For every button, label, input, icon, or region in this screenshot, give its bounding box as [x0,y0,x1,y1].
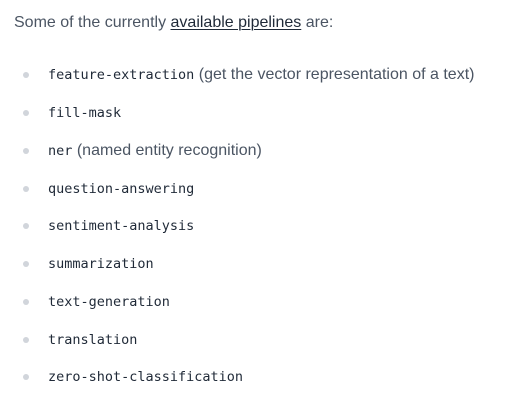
list-item: feature-extraction (get the vector repre… [14,64,519,86]
available-pipelines-link[interactable]: available pipelines [170,14,302,31]
bullet-icon [23,261,29,267]
pipeline-description: (named entity recognition) [72,142,262,159]
bullet-icon [23,186,29,192]
list-item: sentiment-analysis [14,215,519,237]
bullet-icon [23,110,29,116]
pipeline-name: feature-extraction [48,67,195,83]
bullet-icon [23,299,29,305]
list-item-text: sentiment-analysis [48,215,194,237]
pipeline-name: summarization [48,256,154,272]
pipeline-name: question-answering [48,181,195,197]
bullet-icon [23,374,29,380]
list-item-text: question-answering [48,178,194,200]
list-item-text: translation [48,329,137,351]
list-item: zero-shot-classification [14,366,519,388]
bullet-icon [23,72,29,78]
list-item: ner (named entity recognition) [14,140,519,162]
list-item-text: ner (named entity recognition) [48,140,262,162]
pipeline-name: zero-shot-classification [48,369,244,385]
pipeline-name: fill-mask [48,105,122,121]
list-item: summarization [14,253,519,275]
pipeline-description: (get the vector representation of a text… [194,66,475,83]
pipeline-name: sentiment-analysis [48,218,195,234]
pipeline-name: text-generation [48,294,170,310]
bullet-icon [23,337,29,343]
list-item: translation [14,329,519,351]
list-item: fill-mask [14,102,519,124]
intro-paragraph: Some of the currently available pipeline… [14,12,333,34]
intro-prefix: Some of the currently [14,14,171,31]
bullet-icon [23,148,29,154]
bullet-icon [23,223,29,229]
list-item-text: text-generation [48,291,170,313]
list-item-text: feature-extraction (get the vector repre… [48,64,474,86]
intro-suffix: are: [301,14,334,31]
list-item-text: summarization [48,253,154,275]
list-item-text: fill-mask [48,102,121,124]
pipeline-name: translation [48,332,138,348]
list-item-text: zero-shot-classification [48,366,243,388]
list-item: question-answering [14,178,519,200]
pipeline-name: ner [48,143,73,159]
list-item: text-generation [14,291,519,313]
